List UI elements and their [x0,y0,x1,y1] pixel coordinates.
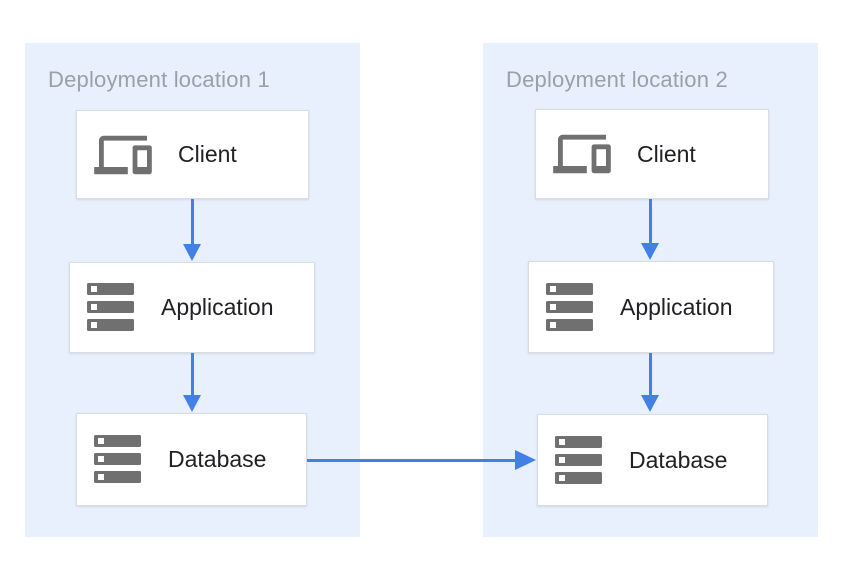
node-label: Database [629,446,728,473]
devices-icon [94,131,152,179]
devices-icon [553,130,611,178]
panel-2-title: Deployment location 2 [506,67,728,92]
node-label: Database [168,446,267,472]
node-database-1: Database [76,413,307,506]
node-client-2: Client [535,109,769,199]
node-client-1: Client [76,110,309,199]
panel-1-title: Deployment location 1 [48,67,270,92]
server-stack-icon [555,435,603,485]
node-application-2: Application [528,261,774,353]
server-stack-icon [94,435,142,484]
node-label: Application [620,293,733,320]
node-label: Client [178,141,237,167]
node-application-1: Application [69,262,315,353]
server-stack-icon [87,283,135,332]
node-database-2: Database [537,414,768,506]
node-label: Application [161,294,274,320]
server-stack-icon [546,282,594,332]
node-label: Client [637,140,696,167]
